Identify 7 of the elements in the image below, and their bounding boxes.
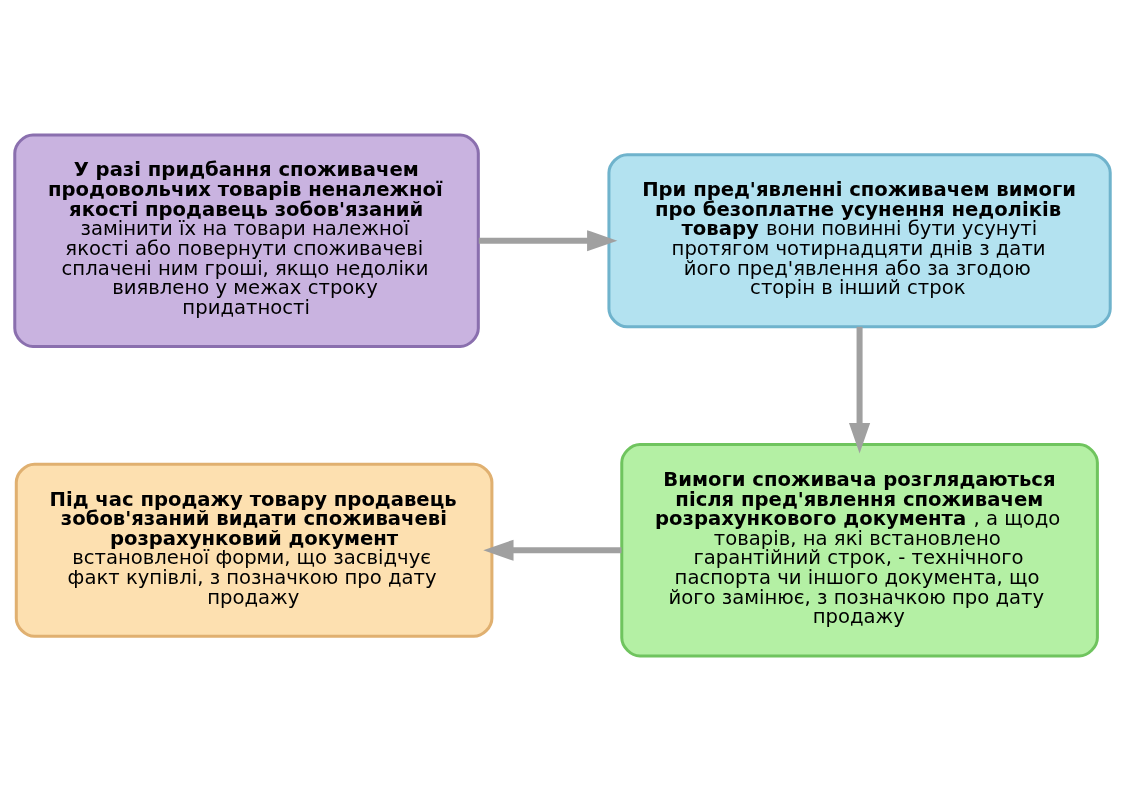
node-box: При пред'явленні споживачем вимоги про безоплатне усунення недоліків товару вони повинні бути усунуті протягом чотирнадцяти днів з дати його пред'явлення або за згодою сторін в інший строк — [607, 152, 1112, 328]
arrow — [483, 539, 622, 561]
arrow — [848, 326, 871, 453]
arrow — [478, 229, 618, 251]
node-box: Під час продажу товару продавець зобов'язаний видати споживачеві розрахунковий документ встановленої форми, що засвідчує факт купівлі, з позначкою про дату продажу — [14, 462, 494, 638]
node-box: У разі придбання споживачем продовольчих товарів неналежної якості продавець зобов'язаний замінити їх на товари належної якості або повернути споживачеві сплачені ним гроші, якщо недоліки виявлено у межах строку придатності — [13, 133, 480, 348]
node-box: Вимоги споживача розглядаються після пред'явлення споживачем розрахункового документа, а щодо товарів, на які встановлено гарантійний строк, - технічного паспорта чи іншого документа, що його замінює, з позначкою про дату продажу — [620, 442, 1099, 657]
